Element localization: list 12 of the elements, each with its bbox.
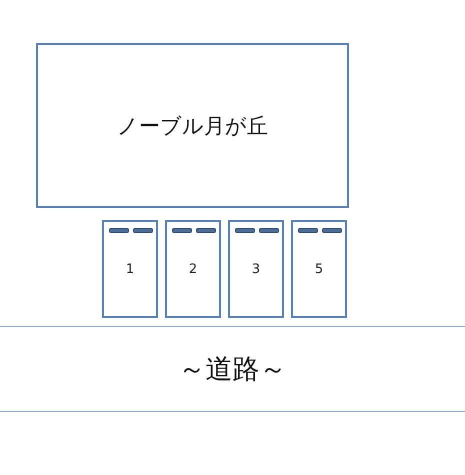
- parking-space: [291, 220, 347, 318]
- space-number: 3: [250, 262, 262, 277]
- space-number: 5: [314, 262, 324, 277]
- space-number: 2: [188, 262, 198, 277]
- parking-space: [228, 220, 284, 318]
- road-name: ～道路～: [178, 353, 286, 387]
- building-outline: [36, 43, 349, 208]
- road-band: [0, 326, 465, 412]
- parking-space: [102, 220, 158, 318]
- space-number: 1: [124, 262, 136, 277]
- building-name: ノーブル月が丘: [117, 112, 268, 140]
- parking-space: [165, 220, 221, 318]
